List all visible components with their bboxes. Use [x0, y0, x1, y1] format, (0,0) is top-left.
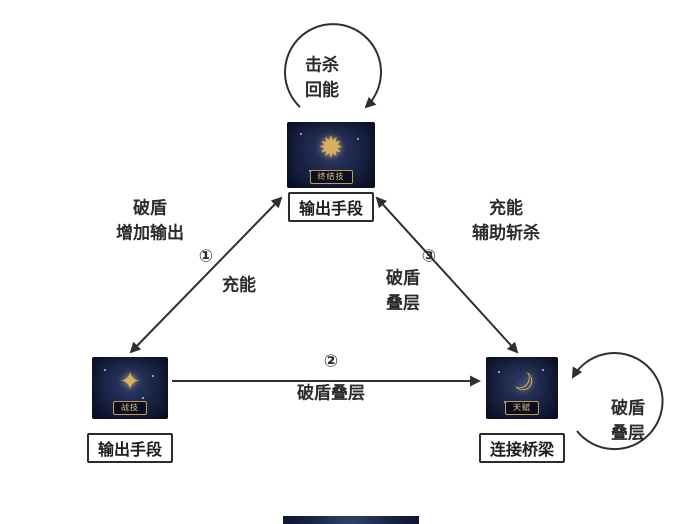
right-edge-lower-line2: 叠层: [386, 293, 420, 313]
skill-badge: 战技: [113, 401, 147, 415]
shield-stack-self-loop-arrow: [571, 352, 664, 451]
bottom-edge-label: 破盾叠层: [297, 383, 365, 404]
starburst-icon: ✹: [318, 130, 344, 166]
right-edge-lower-line1: 破盾: [386, 268, 420, 289]
right-loop-label: 破盾 叠层: [611, 396, 645, 445]
star-dot-icon: [152, 375, 154, 377]
ultimate-node-image: ✹ 终结技: [287, 122, 375, 188]
top-loop-label-line2: 回能: [305, 80, 339, 100]
ultimate-badge: 终结技: [309, 170, 353, 184]
left-node-label: 输出手段: [86, 433, 174, 463]
right-loop-label-line2: 叠层: [611, 423, 645, 443]
star-dot-icon: [498, 371, 500, 373]
top-loop-label: 击杀 回能: [305, 53, 339, 102]
talent-node-image: ☽ 天赋: [486, 357, 558, 419]
left-edge-lower-label: 充能: [222, 275, 256, 296]
right-double-arrow: [375, 196, 519, 354]
top-loop-label-line1: 击杀: [305, 55, 339, 76]
right-edge-upper-line2: 辅助斩杀: [472, 223, 540, 243]
bottom-edge-number: ②: [323, 351, 339, 372]
star-dot-icon: [300, 133, 302, 135]
left-edge-upper-line1: 破盾: [133, 198, 167, 219]
star-swoosh-icon: ✦: [119, 366, 141, 397]
talent-badge: 天赋: [505, 401, 539, 415]
top-node-label: 输出手段: [287, 192, 375, 222]
right-edge-upper-line1: 充能: [489, 198, 523, 219]
right-node-label: 连接桥梁: [478, 433, 566, 463]
star-dot-icon: [104, 369, 106, 371]
partial-node-image: [283, 516, 419, 524]
star-dot-icon: [357, 138, 359, 140]
right-loop-label-line1: 破盾: [611, 398, 645, 419]
star-dot-icon: [142, 397, 144, 399]
skill-node-image: ✦ 战技: [92, 357, 168, 419]
left-edge-number: ①: [198, 246, 214, 267]
crescent-icon: ☽: [503, 362, 541, 401]
left-edge-upper-label: 破盾 增加输出: [116, 196, 184, 245]
left-double-arrow: [129, 196, 283, 354]
right-edge-number: ③: [421, 246, 437, 267]
right-edge-lower-label: 破盾 叠层: [386, 266, 420, 315]
left-edge-upper-line2: 增加输出: [116, 223, 184, 243]
star-dot-icon: [542, 369, 544, 371]
kill-energy-self-loop-arrow: [284, 23, 382, 109]
right-edge-upper-label: 充能 辅助斩杀: [472, 196, 540, 245]
